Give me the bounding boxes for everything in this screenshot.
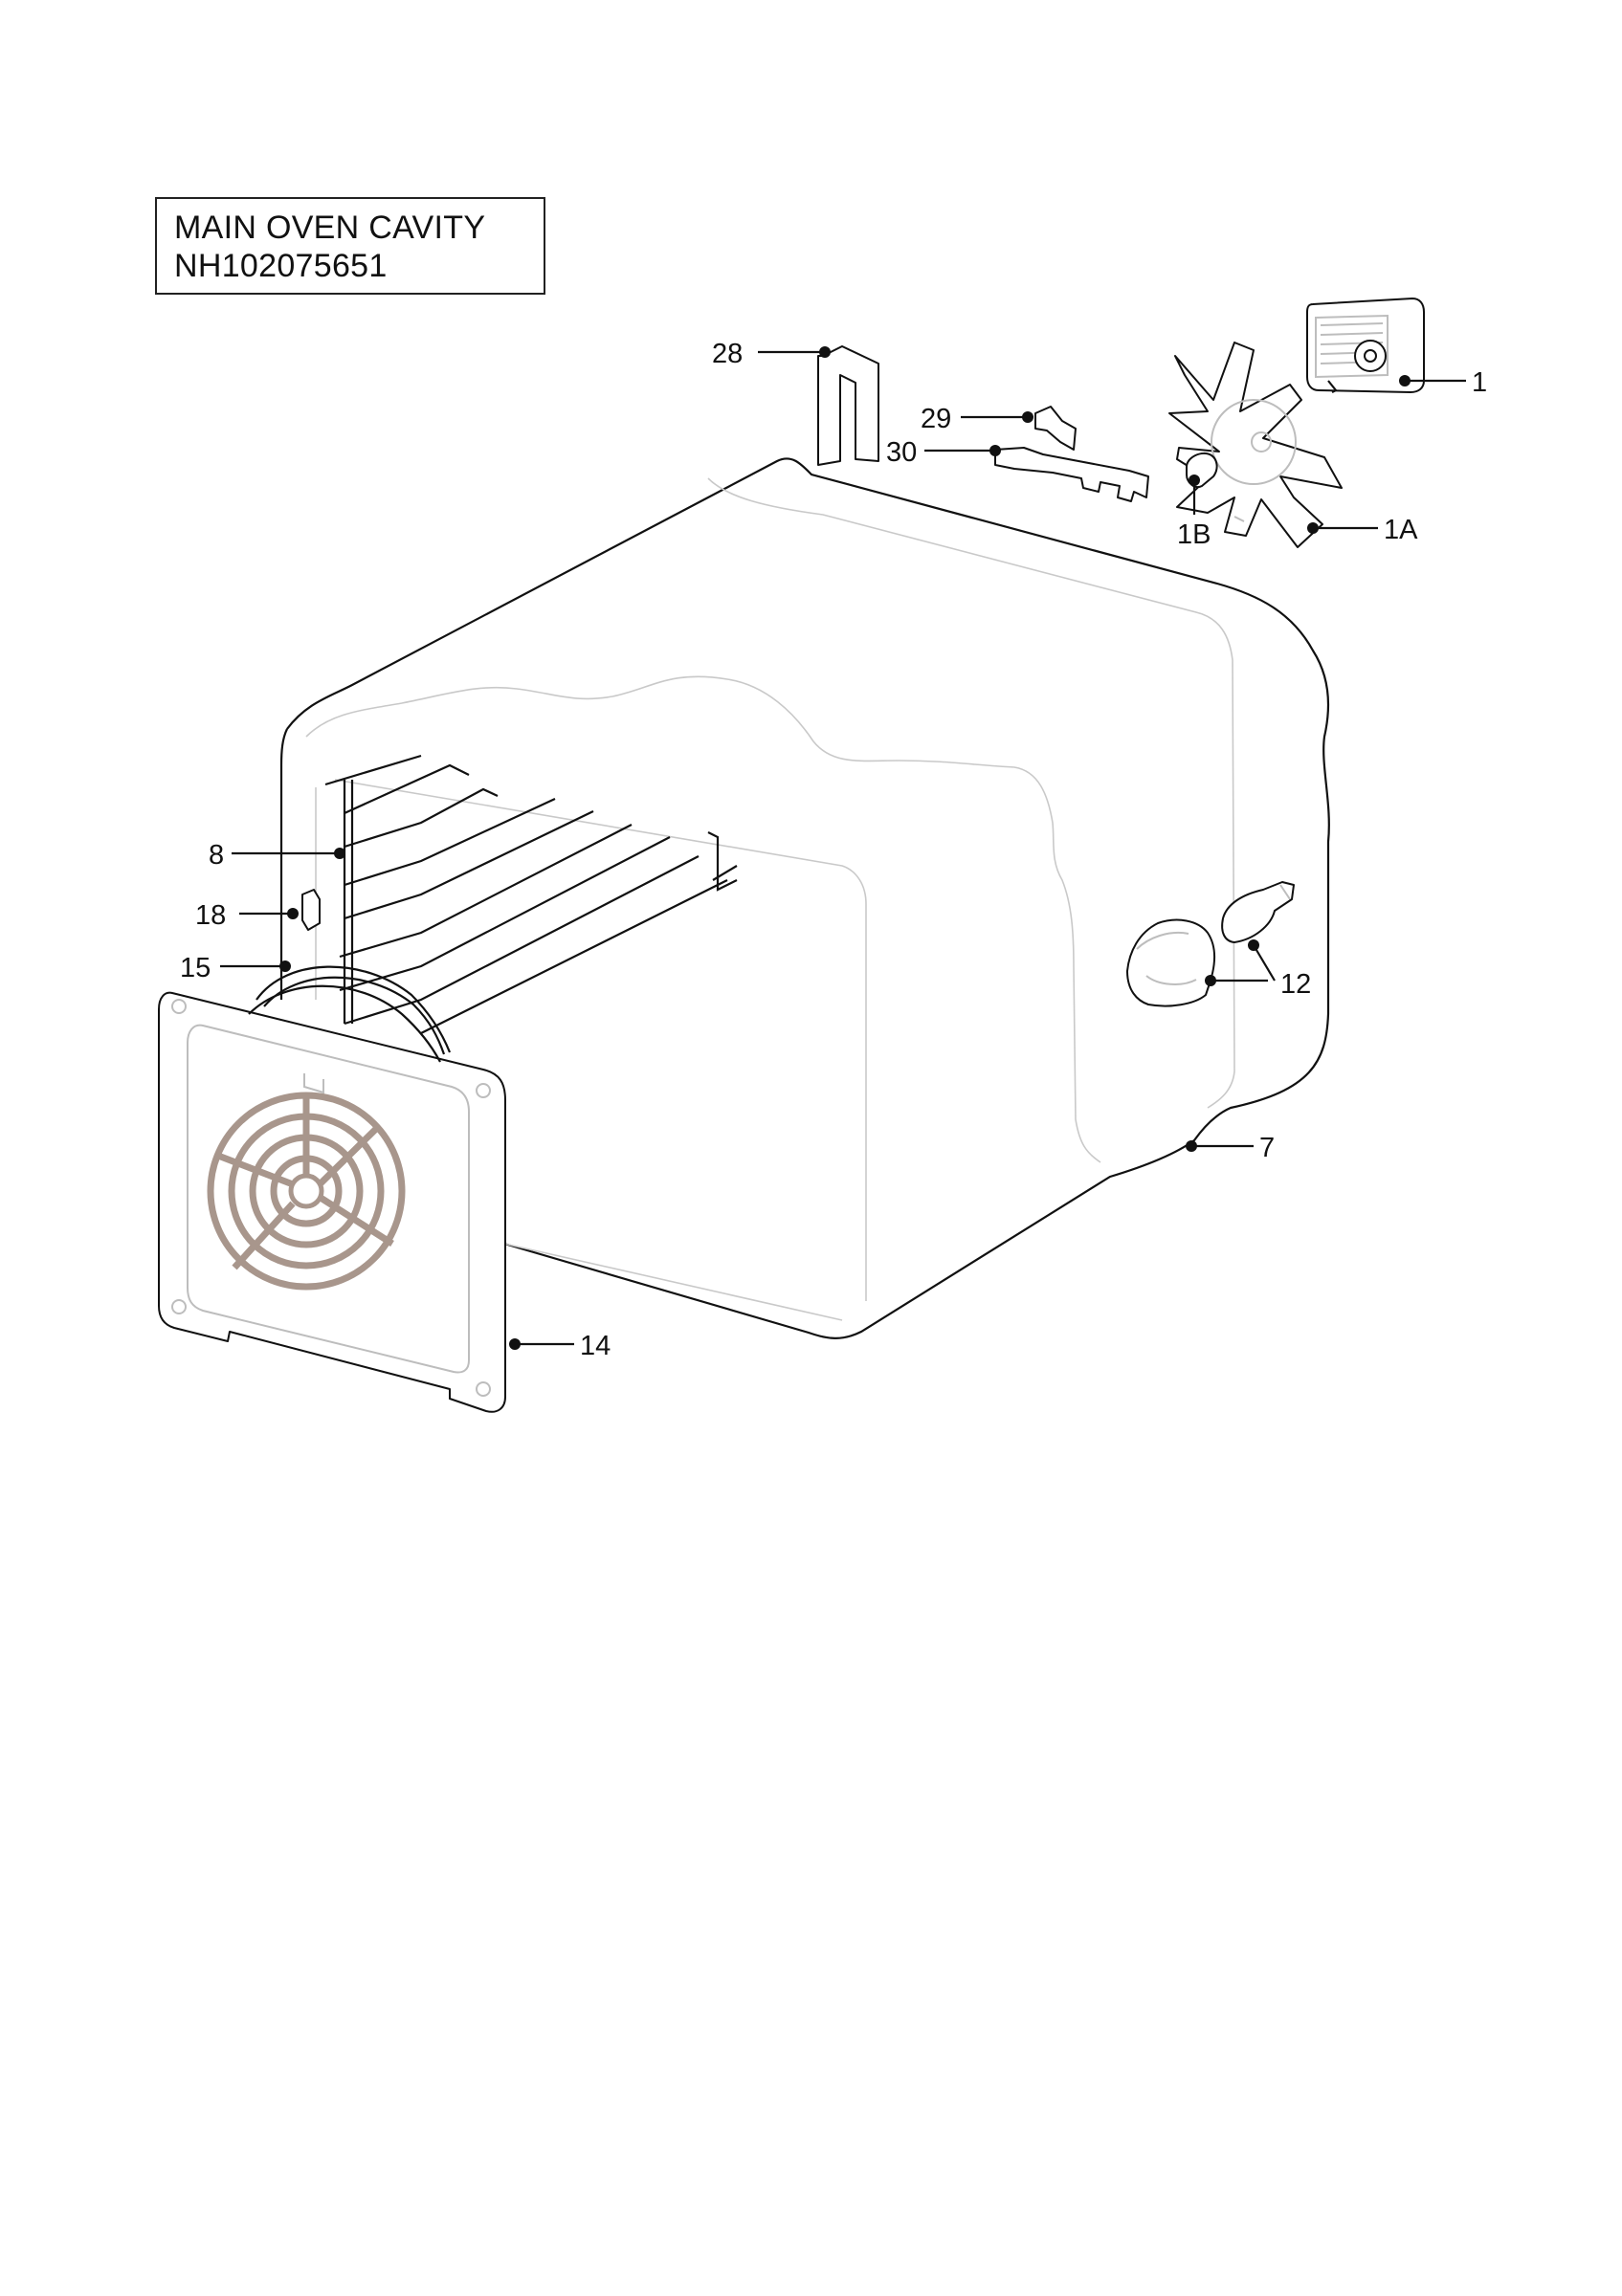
- trim-strip: [817, 345, 879, 466]
- small-bracket: [1034, 406, 1077, 451]
- diagram-part-number: NH102075651: [174, 248, 388, 284]
- callout-1b: 1B: [1177, 519, 1211, 550]
- fan-guard-icon: [207, 1092, 406, 1291]
- callout-leaders: [220, 346, 1466, 1350]
- callout-1: 1: [1472, 367, 1487, 398]
- callout-8: 8: [209, 840, 224, 871]
- callout-14: 14: [580, 1331, 611, 1361]
- fan-cover-panel: [158, 991, 506, 1413]
- fan-motor: [1306, 298, 1425, 393]
- callout-labels: 28 29 30 1 1B 1A 8 18 15 12 7 14: [180, 339, 1487, 1361]
- callout-29: 29: [921, 404, 951, 434]
- diagram-title: MAIN OVEN CAVITY: [174, 210, 486, 246]
- callout-30: 30: [886, 437, 917, 468]
- callout-7: 7: [1259, 1133, 1275, 1163]
- fan-blade: [1168, 342, 1343, 548]
- clip-part: [301, 889, 321, 931]
- diagram-title-box: MAIN OVEN CAVITY NH102075651: [155, 197, 545, 295]
- callout-15: 15: [180, 953, 211, 983]
- callout-18: 18: [195, 900, 226, 931]
- shelf-rack: [324, 754, 738, 1034]
- grill-element: [248, 965, 452, 1063]
- callout-12: 12: [1280, 969, 1311, 1000]
- lamp-assembly: [1126, 881, 1295, 1007]
- long-bracket: [994, 447, 1149, 502]
- callout-28: 28: [712, 339, 743, 369]
- callout-1a: 1A: [1384, 515, 1418, 545]
